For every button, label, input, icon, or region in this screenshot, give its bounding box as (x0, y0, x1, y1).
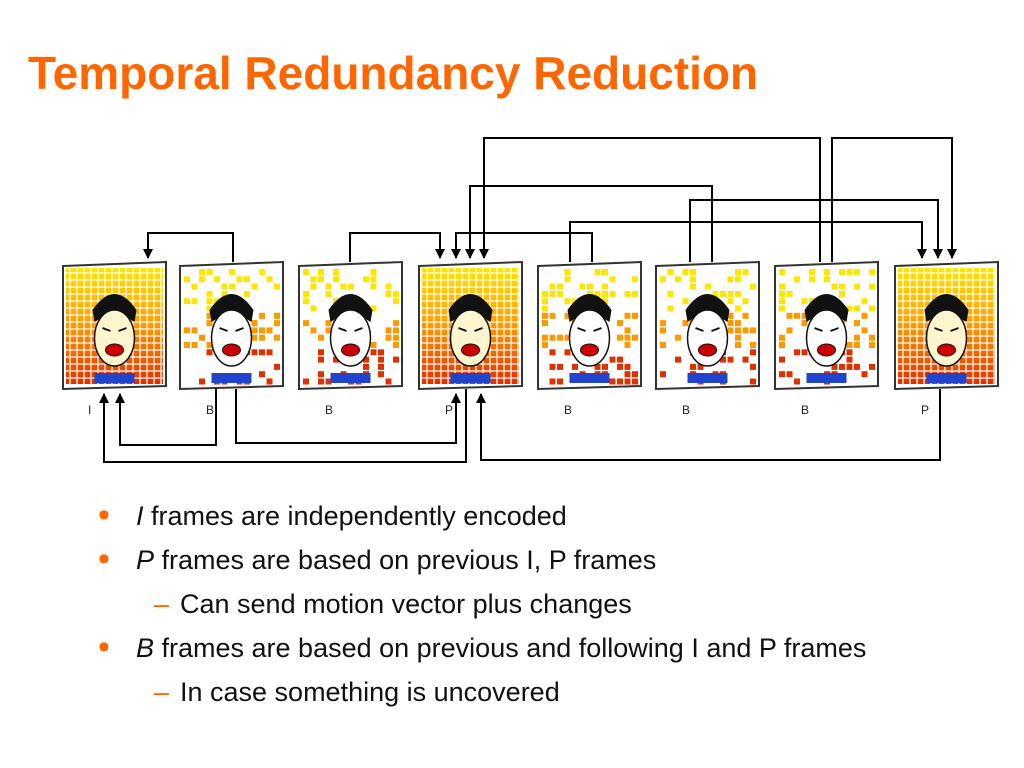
arrow-b6-to-p2 (831, 137, 957, 262)
bullet-item-b-frames: • B frames are based on previous and fol… (98, 628, 978, 666)
frame-label-2: B (206, 403, 214, 417)
bullet-text: frames are based on previous and followi… (154, 633, 867, 663)
frame-5-b (537, 260, 642, 391)
frame-4-p (418, 260, 523, 391)
frame-label-4: P (445, 403, 453, 417)
bullet-item-p-frames: • P frames are based on previous I, P fr… (98, 540, 978, 578)
frame-label-6: B (682, 403, 690, 417)
sub-bullet-motion-vector: – Can send motion vector plus changes (98, 588, 978, 620)
frame-1-i (62, 260, 167, 391)
arrow-b2-to-p1-lower (235, 389, 461, 444)
frame-label-7: B (801, 403, 809, 417)
bullet-item-i-frames: • I frames are independently encoded (98, 496, 978, 534)
sub-bullet-text: In case something is uncovered (180, 677, 560, 707)
slide-title: Temporal Redundancy Reduction (28, 47, 759, 99)
bullet-marker: • (98, 540, 110, 578)
arrow-b1-to-i (143, 232, 234, 262)
sub-bullet-marker: – (154, 677, 170, 707)
arrow-b5-to-p1 (465, 185, 713, 262)
bullet-lead: I (136, 501, 144, 531)
sub-bullet-marker: – (154, 589, 170, 619)
frame-8-p (894, 260, 999, 391)
bullet-list: • I frames are independently encoded • P… (98, 496, 978, 720)
arrow-b4-to-p2 (569, 221, 927, 262)
bullet-lead: B (136, 633, 155, 663)
frame-3-b (298, 260, 403, 391)
frame-label-5: B (564, 403, 572, 417)
bullet-marker: • (98, 496, 110, 534)
frame-2-b (179, 260, 284, 391)
arrow-b5-to-p2 (689, 199, 943, 262)
arrow-b2-to-p1 (349, 232, 445, 262)
frame-label-3: B (325, 403, 333, 417)
frame-label-8: P (921, 403, 929, 417)
arrow-b1-to-i-lower (115, 389, 217, 446)
bullet-text: frames are independently encoded (143, 501, 567, 531)
arrow-p2-to-p1 (476, 389, 941, 461)
sub-bullet-uncovered: – In case something is uncovered (98, 676, 978, 708)
arrow-p1-to-i (99, 389, 467, 463)
frame-label-1: I (88, 403, 91, 417)
arrow-b4-to-p1 (451, 232, 593, 262)
frame-6-b (655, 260, 760, 391)
frame-7-b (774, 260, 879, 391)
bullet-text: frames are based on previous I, P frames (154, 545, 657, 575)
bullet-lead: P (136, 545, 155, 575)
sub-bullet-text: Can send motion vector plus changes (180, 589, 632, 619)
bullet-marker: • (98, 628, 110, 666)
